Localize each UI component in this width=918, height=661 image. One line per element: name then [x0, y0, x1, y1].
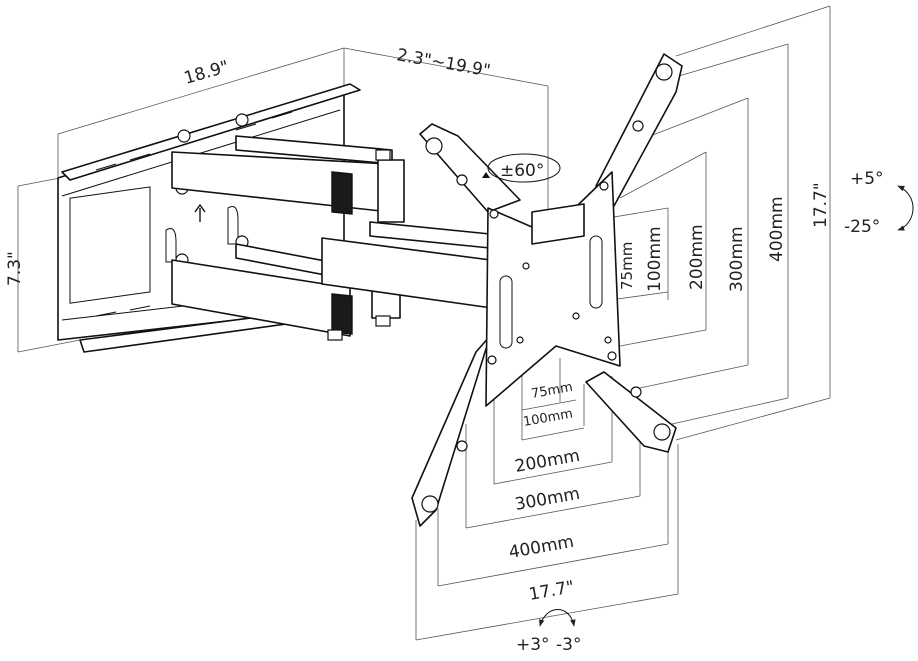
label-roll-neg: -3° [556, 635, 581, 655]
label-vesa-v-100: 100mm [645, 226, 665, 292]
label-vesa-h-100: 100mm [522, 406, 574, 429]
label-swivel: ±60° [500, 161, 544, 181]
up-arrow-icon [194, 203, 206, 222]
label-plate-height: 17.7" [811, 182, 831, 228]
label-vesa-h-75: 75mm [530, 380, 574, 402]
label-vesa-v-400: 400mm [767, 196, 787, 262]
swing-arms [171, 135, 507, 341]
label-plate-width: 17.7" [527, 577, 575, 605]
tilt-arrow-icon [897, 185, 914, 231]
label-vesa-h-300: 300mm [513, 484, 581, 515]
vesa-x-plate [411, 53, 683, 527]
label-vesa-v-200: 200mm [687, 224, 707, 290]
label-vesa-v-300: 300mm [727, 226, 747, 292]
dimension-labels: 18.9" 2.3"~19.9" 7.3" ±60° 75mm 100mm 20… [5, 45, 884, 655]
label-extension: 2.3"~19.9" [395, 45, 492, 81]
label-wall-height: 7.3" [5, 251, 25, 286]
label-vesa-v-75: 75mm [618, 242, 636, 290]
label-tilt-down: -25° [844, 217, 880, 237]
label-roll-pos: +3° [516, 635, 550, 655]
label-vesa-h-400: 400mm [507, 532, 575, 563]
label-tilt-up: +5° [850, 169, 884, 189]
dimension-lines [17, 5, 831, 641]
label-vesa-h-200: 200mm [513, 446, 581, 477]
swivel-arrow-icon [482, 153, 561, 183]
roll-arrow-icon [538, 609, 576, 627]
